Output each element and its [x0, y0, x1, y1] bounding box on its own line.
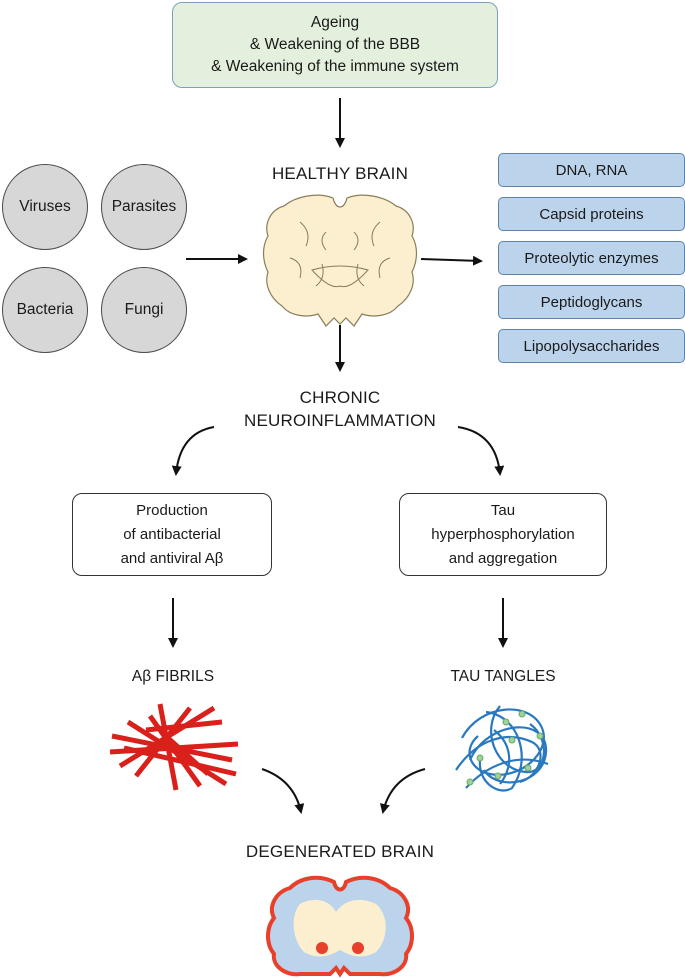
chronic-line1: CHRONIC — [299, 388, 381, 407]
abeta-box-line3: and antiviral Aβ — [120, 549, 224, 567]
healthy-brain-icon — [262, 194, 418, 327]
tau-process-box: Tau hyperphosphorylation and aggregation — [399, 493, 607, 576]
component-proteolytic-enzymes: Proteolytic enzymes — [498, 241, 685, 275]
pathogen-viruses: Viruses — [2, 164, 88, 250]
component-lipopolysaccharides: Lipopolysaccharides — [498, 329, 685, 363]
top-risk-factors-box: Ageing & Weakening of the BBB & Weakenin… — [172, 2, 498, 88]
tau-tangles-label: TAU TANGLES — [450, 668, 556, 685]
tau-box-line3: and aggregation — [448, 549, 558, 567]
healthy-brain-label: HEALTHY BRAIN — [271, 164, 409, 183]
abeta-box-line1: Production — [136, 501, 208, 519]
tau-tangles-icon — [455, 705, 549, 792]
abeta-fibrils-icon — [109, 703, 239, 791]
pathogen-parasites: Parasites — [101, 164, 187, 250]
abeta-box-line2: of antibacterial — [123, 525, 221, 543]
pathogen-fungi: Fungi — [101, 267, 187, 353]
arrow-tangles-to-degenerated — [379, 768, 426, 814]
tau-box-line1: Tau — [490, 501, 516, 519]
chronic-line2: NEUROINFLAMMATION — [244, 411, 436, 430]
component-capsid-proteins: Capsid proteins — [498, 197, 685, 231]
risk-factor-immune: & Weakening of the immune system — [211, 58, 459, 75]
pathogen-bacteria: Bacteria — [2, 267, 88, 353]
arrow-fibrils-to-degenerated — [261, 768, 305, 814]
degenerated-brain-label: DEGENERATED BRAIN — [245, 842, 435, 861]
risk-factor-bbb: & Weakening of the BBB — [249, 36, 421, 53]
risk-factor-ageing: Ageing — [310, 14, 360, 31]
degenerated-brain-icon — [266, 875, 414, 978]
arrow-chronic-to-left — [171, 426, 215, 476]
component-dna-rna: DNA, RNA — [498, 153, 685, 187]
abeta-production-box: Production of antibacterial and antivira… — [72, 493, 272, 576]
arrow-brain-to-components — [420, 255, 483, 266]
component-peptidoglycans: Peptidoglycans — [498, 285, 685, 319]
chronic-neuroinflammation-label: CHRONIC NEUROINFLAMMATION — [190, 386, 490, 432]
abeta-fibrils-label: Aβ FIBRILS — [131, 668, 215, 685]
tau-box-line2: hyperphosphorylation — [431, 525, 575, 543]
arrow-chronic-to-right — [457, 426, 505, 476]
